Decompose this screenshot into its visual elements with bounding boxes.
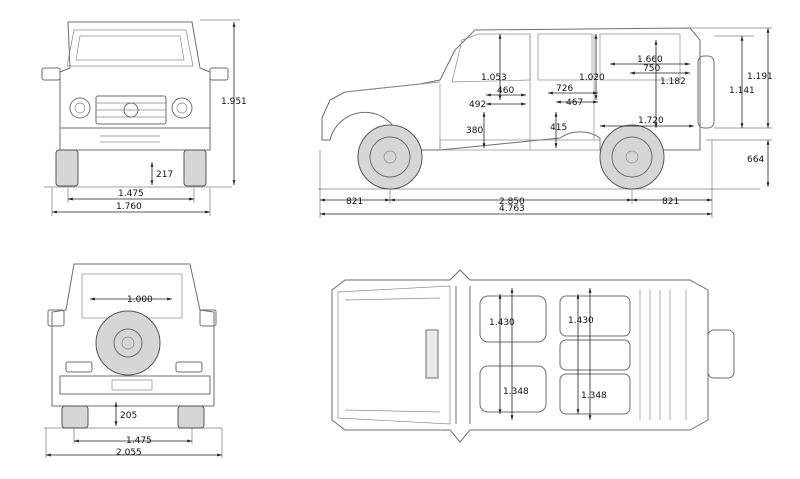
front-view: 1.951 217 1.475 1.760 — [41, 19, 247, 216]
cargo-length-upper-label: 1.660 — [637, 55, 663, 65]
roof-to-floor-label: 1.141 — [729, 86, 755, 96]
rear-view: 1.000 205 1.475 2.055 — [44, 263, 223, 458]
cargo-floor-length-label: 1.720 — [638, 116, 664, 126]
rear-hip-width-label: 1.348 — [581, 391, 607, 401]
front-headroom-label: 1.053 — [481, 73, 507, 83]
rear-track-label: 1.475 — [126, 436, 152, 446]
rear-legroom-label: 726 — [556, 84, 573, 94]
front-shoulder-width-label: 1.430 — [489, 318, 515, 328]
side-view: 1.053 1.020 1.660 750 1.182 460 492 726 … — [318, 27, 773, 218]
rear-width-label: 2.055 — [116, 448, 142, 458]
interior-height-rear-label: 1.182 — [660, 77, 686, 87]
rear-seat-height-label: 415 — [550, 123, 567, 133]
rear-ground-clearance-label: 205 — [120, 411, 137, 421]
front-ground-clearance-label: 217 — [156, 170, 173, 180]
floor-height-label: 664 — [747, 155, 764, 165]
front-width-label: 1.760 — [116, 202, 142, 212]
cargo-length-mid-label: 750 — [643, 64, 660, 74]
side-height-label: 1.191 — [747, 72, 773, 82]
front-hip-width-label: 1.348 — [503, 387, 529, 397]
rear-headroom-label: 1.020 — [579, 73, 605, 83]
front-track-label: 1.475 — [118, 189, 144, 199]
front-overhang-label: 821 — [346, 197, 363, 207]
rear-overhang-label: 821 — [662, 197, 679, 207]
front-height-label: 1.951 — [221, 97, 247, 107]
front-seat-height-label: 380 — [466, 126, 483, 136]
rear-seat-depth-label: 467 — [566, 98, 583, 108]
front-seat-depth-label: 460 — [497, 86, 514, 96]
length-label: 4.763 — [499, 204, 525, 214]
rear-glass-width-label: 1.000 — [127, 295, 153, 305]
wheelbase-label: 2.850 — [499, 197, 525, 207]
front-seat-depth-2-label: 492 — [469, 100, 486, 110]
rear-shoulder-width-label: 1.430 — [568, 316, 594, 326]
top-view: 1.430 1.430 1.348 1.348 — [331, 269, 735, 443]
